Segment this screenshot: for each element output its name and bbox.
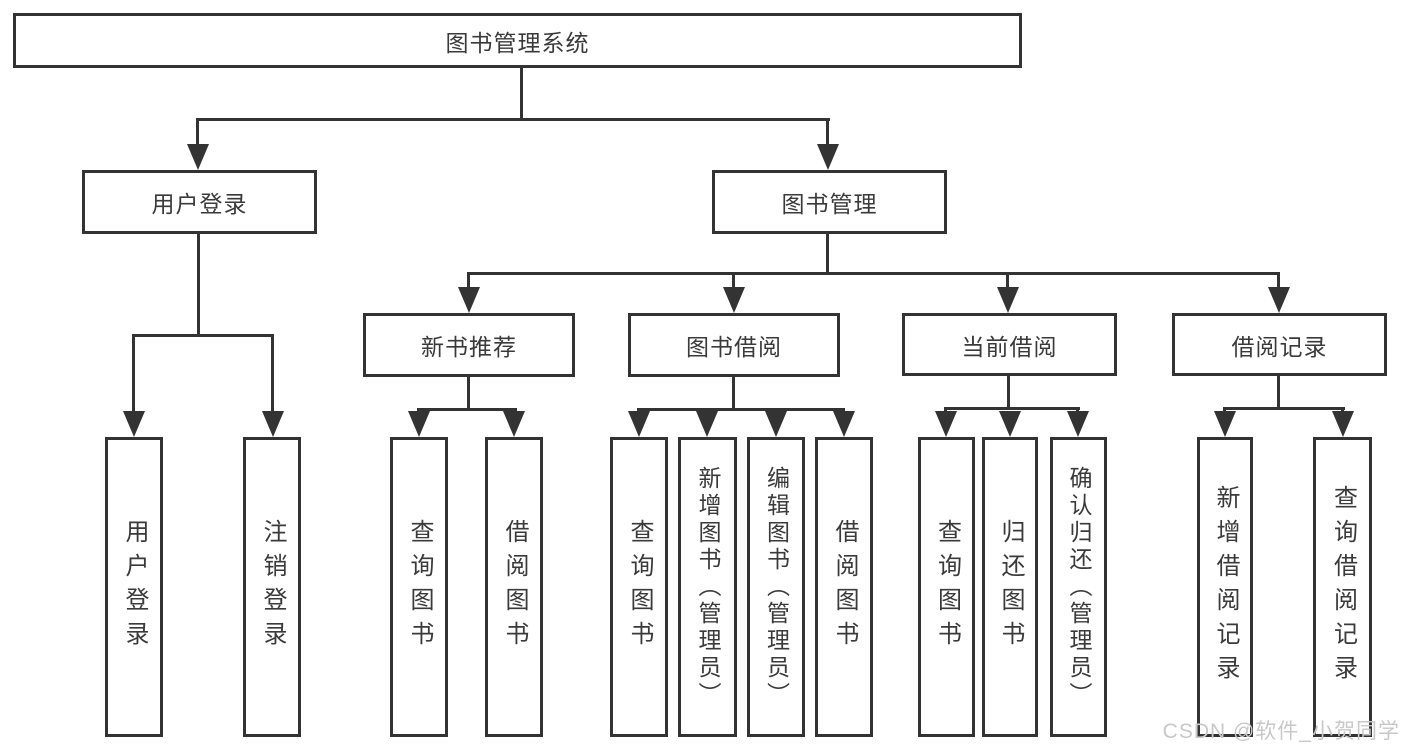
arrowhead-down-icon [503,411,525,437]
connector-line [467,272,1280,275]
arrowhead-down-icon [723,287,745,313]
arrowhead-down-icon [935,411,957,437]
arrowhead-down-icon [1067,411,1089,437]
arrowhead-down-icon [999,411,1021,437]
leaf-add-borrow-record: 新增借阅记录 [1197,437,1253,737]
leaf-borrow-book-1: 借阅图书 [485,437,543,737]
arrowhead-down-icon [997,287,1019,313]
leaf-return-book: 归还图书 [982,437,1038,737]
connector-line [1006,272,1009,290]
connector-line [132,334,135,416]
arrowhead-down-icon [458,287,480,313]
arrowhead-down-icon [262,411,284,437]
arrowhead-down-icon [696,411,718,437]
connector-line [826,233,829,275]
connector-line [520,68,523,120]
connector-line [196,118,199,150]
csdn-watermark: CSDN @软件_小贺同学 [1162,720,1400,743]
arrowhead-down-icon [833,411,855,437]
node-new-book-recommend: 新书推荐 [363,313,575,377]
node-borrow-record: 借阅记录 [1172,313,1387,376]
connector-line [732,272,735,290]
leaf-user-login: 用户登录 [105,437,163,737]
connector-line [132,334,274,337]
node-user-login: 用户登录 [82,170,317,234]
connector-line [271,334,274,416]
leaf-add-book-admin: 新增图书（管理员） [678,437,737,737]
arrowhead-down-icon [1214,411,1236,437]
leaf-edit-book-admin: 编辑图书（管理员） [747,437,805,737]
connector-line [467,377,470,410]
node-book-borrow: 图书借阅 [628,313,840,377]
leaf-query-borrow-record: 查询借阅记录 [1313,437,1372,737]
arrowhead-down-icon [1268,287,1290,313]
arrowhead-down-icon [765,411,787,437]
leaf-confirm-return-admin: 确认归还（管理员） [1050,437,1107,737]
arrowhead-down-icon [408,411,430,437]
connector-line [1277,272,1280,290]
connector-line [467,272,470,290]
leaf-query-book-3: 查询图书 [918,437,975,737]
connector-line [197,234,200,336]
connector-line [826,118,829,150]
leaf-borrow-book-2: 借阅图书 [815,437,873,737]
connector-line [417,408,517,411]
node-book-management: 图书管理 [712,170,947,234]
arrowhead-down-icon [628,411,650,437]
leaf-logout: 注销登录 [243,437,301,737]
leaf-query-book-1: 查询图书 [390,437,448,737]
node-root: 图书管理系统 [13,13,1022,68]
leaf-query-book-2: 查询图书 [610,437,668,737]
connector-line [944,407,1080,410]
arrowhead-down-icon [817,144,839,170]
connector-line [732,377,735,410]
connector-line [197,118,830,121]
arrowhead-down-icon [187,144,209,170]
connector-line [1277,375,1280,409]
connector-line [1223,407,1345,410]
node-current-borrow: 当前借阅 [902,313,1117,376]
arrowhead-down-icon [1332,411,1354,437]
arrowhead-down-icon [123,411,145,437]
connector-line [637,408,845,411]
connector-line [1007,375,1010,409]
